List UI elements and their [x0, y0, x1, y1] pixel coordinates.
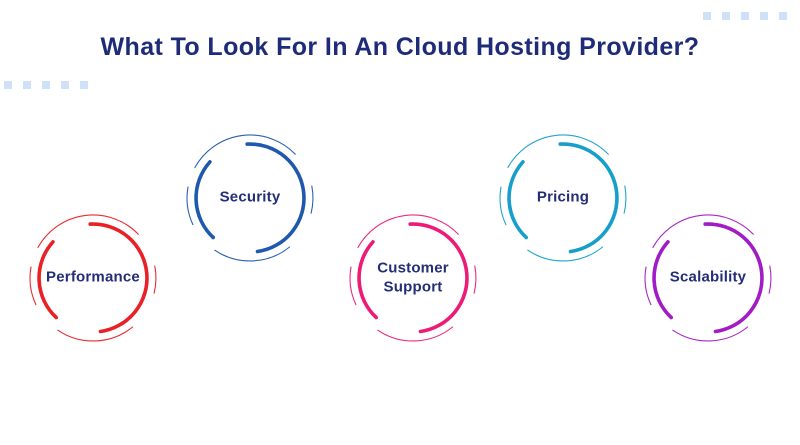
broken-ring-icon: [29, 214, 157, 342]
decor-squares-left: [4, 81, 88, 89]
item-label-pricing: Pricing: [536, 188, 590, 206]
decor-square: [722, 12, 730, 20]
decor-square: [779, 12, 787, 20]
decor-square: [703, 12, 711, 20]
item-security: Security: [180, 128, 320, 268]
decor-square: [741, 12, 749, 20]
decor-squares-top-right: [703, 12, 787, 20]
item-label-scalability: Scalability: [669, 268, 747, 286]
item-scalability: Scalability: [638, 208, 778, 348]
item-pricing: Pricing: [493, 128, 633, 268]
decor-square: [23, 81, 31, 89]
decor-square: [80, 81, 88, 89]
decor-square: [760, 12, 768, 20]
item-label-customer-support: Customer Support: [377, 259, 449, 295]
item-performance: Performance: [23, 208, 163, 348]
decor-square: [4, 81, 12, 89]
item-label-security: Security: [219, 188, 281, 206]
broken-ring-icon: [186, 134, 314, 262]
broken-ring-icon: [499, 134, 627, 262]
decor-square: [61, 81, 69, 89]
broken-ring-icon: [644, 214, 772, 342]
item-label-performance: Performance: [46, 268, 140, 286]
item-customer-support: Customer Support: [343, 208, 483, 348]
broken-ring-icon: [349, 214, 477, 342]
decor-square: [42, 81, 50, 89]
page-title: What To Look For In An Cloud Hosting Pro…: [100, 33, 700, 61]
